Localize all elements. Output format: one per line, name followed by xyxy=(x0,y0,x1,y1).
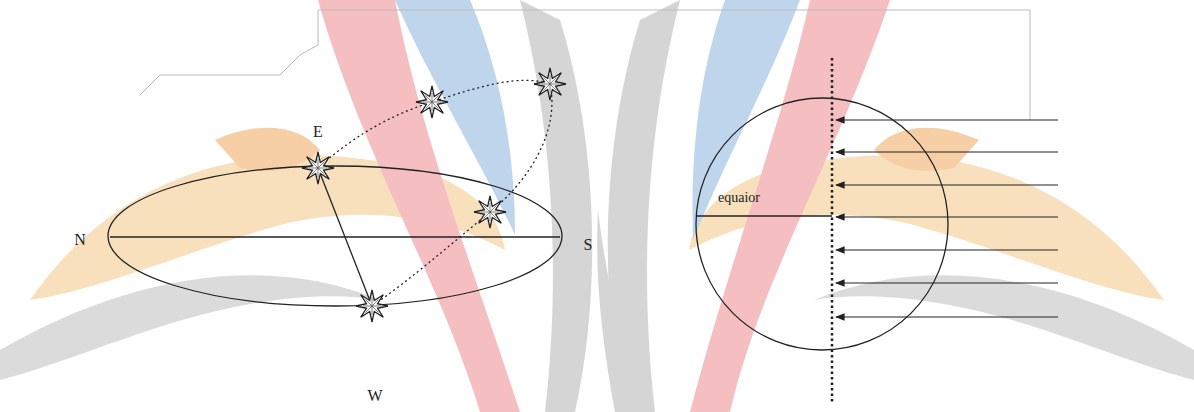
meridian-line xyxy=(110,236,560,237)
east-west-line xyxy=(318,168,372,306)
equator-line xyxy=(697,215,832,216)
horizon-ellipse xyxy=(108,166,562,306)
celestial-sphere xyxy=(108,80,562,306)
globe xyxy=(696,58,948,402)
terminator-line xyxy=(831,58,834,402)
direction-label: S xyxy=(584,236,593,254)
sun-rays xyxy=(836,120,1058,317)
direction-label: N xyxy=(74,231,86,249)
sun-path xyxy=(318,80,552,306)
direction-label: E xyxy=(313,123,323,141)
sun-stars xyxy=(302,68,566,322)
equator-label: equaior xyxy=(718,190,760,205)
page-border xyxy=(140,10,1030,120)
direction-label: W xyxy=(367,387,382,405)
